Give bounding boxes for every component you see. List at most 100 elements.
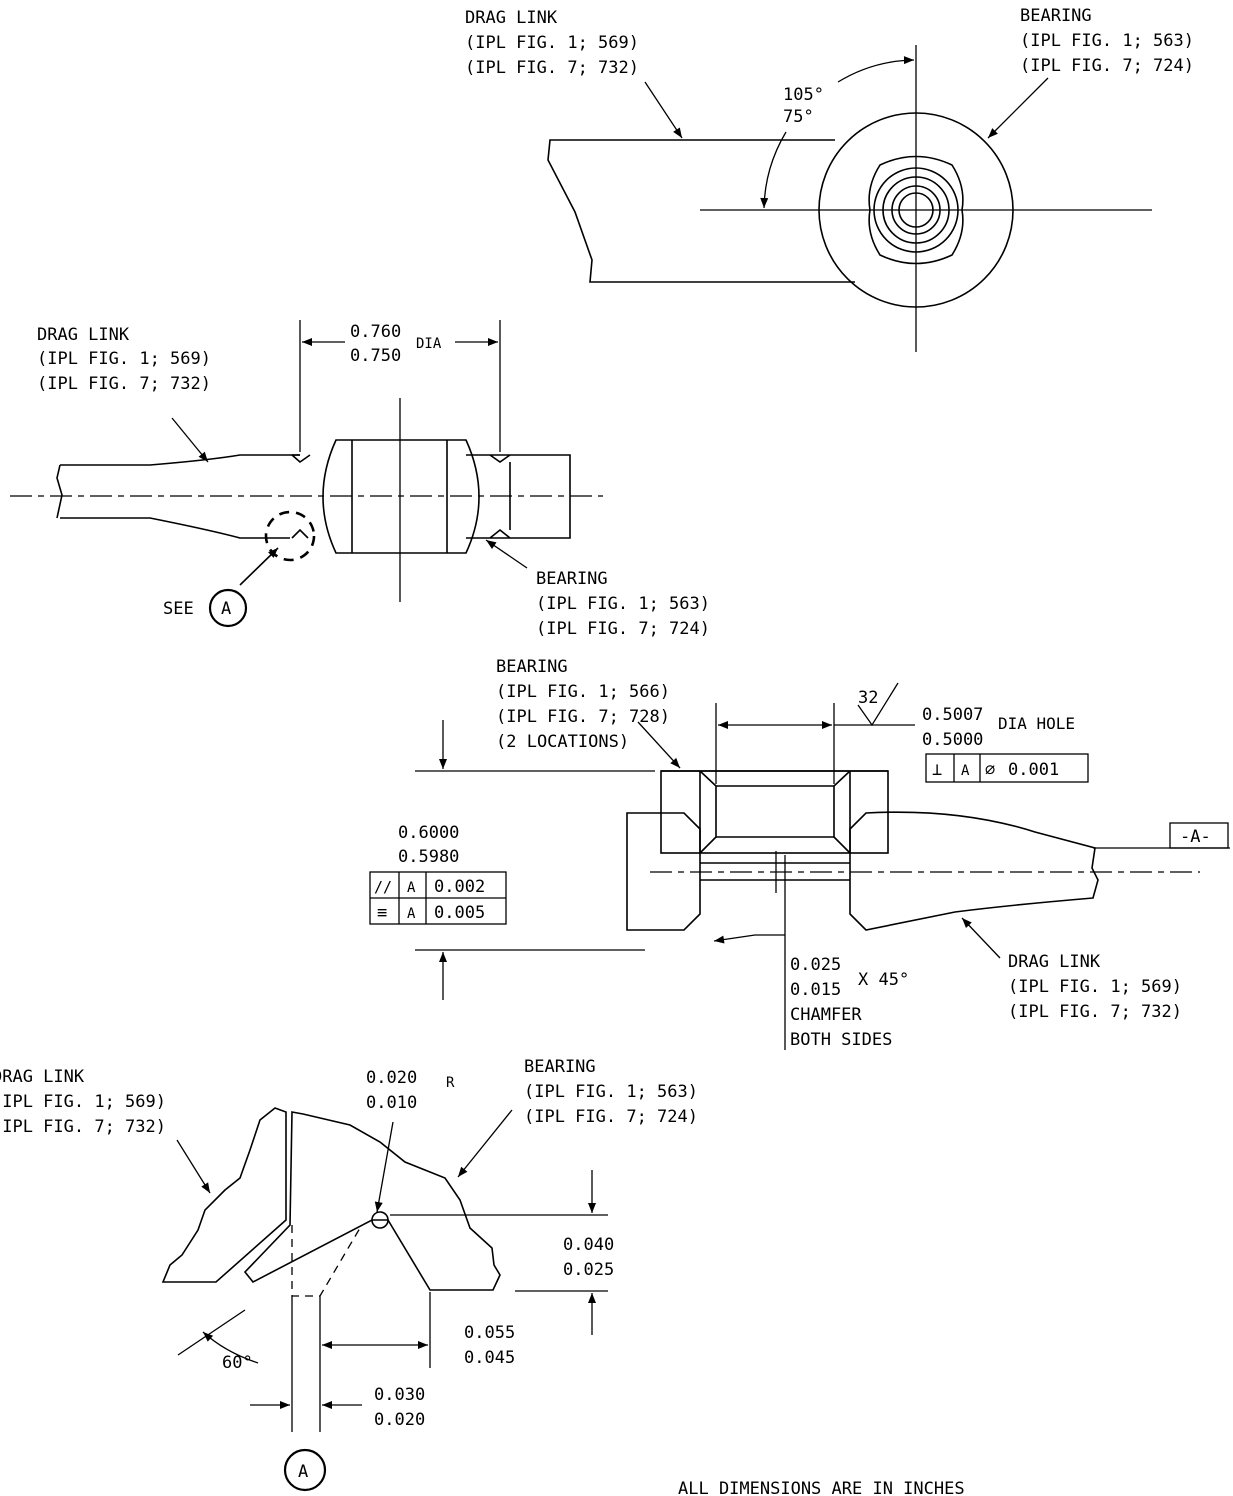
top-view: 105° 75° DRAG LINK (IPL FIG. 1; 569) (IP… — [465, 6, 1194, 352]
hole-suffix: DIA HOLE — [998, 714, 1075, 733]
top-bearing-callout-3: (IPL FIG. 7; 724) — [1020, 56, 1194, 76]
detail-a-ref: A — [298, 1462, 308, 1482]
section-bearing-callout-4: (2 LOCATIONS) — [496, 732, 629, 752]
section-bearing-leader — [637, 721, 681, 769]
detail-drag-link-callout-1: DRAG LINK — [0, 1067, 85, 1087]
perp-tolerance: 0.001 — [1008, 760, 1059, 780]
hole-lower: 0.5000 — [922, 730, 983, 750]
section-right-link — [849, 811, 1099, 931]
angle-60-arc — [202, 1331, 259, 1364]
section-flange-lines — [699, 771, 851, 853]
side-drag-link-callout-1: DRAG LINK — [37, 325, 130, 345]
top-drag-link-callout-2: (IPL FIG. 1; 569) — [465, 33, 639, 53]
parallel-tolerance: 0.002 — [434, 877, 485, 897]
side-drag-link-leader — [171, 417, 209, 463]
section-bearing-callout-2: (IPL FIG. 1; 566) — [496, 682, 670, 702]
gap-lower: 0.020 — [374, 1410, 425, 1430]
top-bearing-callout-2: (IPL FIG. 1; 563) — [1020, 31, 1194, 51]
top-drag-link-leader — [644, 81, 683, 139]
hole-upper: 0.5007 — [922, 705, 983, 725]
angle-max-label: 105° — [783, 85, 824, 105]
symmetry-datum: A — [407, 906, 416, 922]
section-drag-link-callout-2: (IPL FIG. 1; 569) — [1008, 977, 1182, 997]
detail-bearing-outline — [243, 1111, 501, 1291]
width-lower: 0.5980 — [398, 847, 459, 867]
section-bore-lines — [716, 785, 834, 838]
dia-lower: 0.750 — [350, 346, 401, 366]
section-view: -A- 32 0.5007 0.5000 DIA HOLE ⊥ A ∅ 0.00… — [369, 657, 1230, 1050]
radius-lower: 0.010 — [366, 1093, 417, 1113]
section-drag-link-callout-1: DRAG LINK — [1008, 952, 1101, 972]
depth-upper: 0.040 — [563, 1235, 614, 1255]
see-detail-leader — [239, 547, 279, 586]
side-drag-link-callout-3: (IPL FIG. 7; 732) — [37, 374, 211, 394]
top-drag-link-callout-3: (IPL FIG. 7; 732) — [465, 58, 639, 78]
detail-drag-link-callout-3: (IPL FIG. 7; 732) — [0, 1117, 166, 1137]
width-upper: 0.6000 — [398, 823, 459, 843]
chamfer-upper: 0.025 — [790, 955, 841, 975]
chamfer-sides: BOTH SIDES — [790, 1030, 892, 1050]
detail-groove-radius — [371, 1211, 389, 1229]
see-label: SEE — [163, 599, 194, 619]
section-drag-link-leader — [961, 917, 1001, 959]
gap-upper: 0.030 — [374, 1385, 425, 1405]
detail-construction — [291, 1225, 361, 1297]
section-bearing-callout-1: BEARING — [496, 657, 568, 677]
perp-datum: A — [961, 763, 970, 779]
depth-lower: 0.025 — [563, 1260, 614, 1280]
detail-a-indicator — [264, 510, 316, 562]
detail-width-upper: 0.055 — [464, 1323, 515, 1343]
parallel-datum: A — [407, 880, 416, 896]
detail-width-lower: 0.045 — [464, 1348, 515, 1368]
footer-note: ALL DIMENSIONS ARE IN INCHES — [678, 1479, 965, 1496]
detail-bearing-callout-1: BEARING — [524, 1057, 596, 1077]
top-bearing-leader — [987, 77, 1049, 139]
chamfer-angle: X 45° — [858, 970, 909, 990]
section-chamfers — [699, 770, 851, 854]
angle-75-arc — [760, 131, 787, 209]
chamfer-lower: 0.015 — [790, 980, 841, 1000]
perp-symbol: ⊥ — [932, 760, 942, 780]
top-drag-link-outline — [547, 139, 855, 283]
side-bearing-callout-2: (IPL FIG. 1; 563) — [536, 594, 710, 614]
dia-suffix: DIA — [416, 336, 442, 352]
detail-bearing-callout-3: (IPL FIG. 7; 724) — [524, 1107, 698, 1127]
detail-drag-link-leader — [176, 1139, 211, 1194]
side-bearing-callout-3: (IPL FIG. 7; 724) — [536, 619, 710, 639]
detail-drag-link-outline — [161, 1107, 287, 1283]
surface-finish-value: 32 — [858, 688, 878, 708]
side-left-groove — [291, 454, 311, 539]
detail-a-view: 0.040 0.025 0.055 0.045 0.030 0.020 60° … — [0, 1057, 698, 1492]
section-bearing-callout-3: (IPL FIG. 7; 728) — [496, 707, 670, 727]
see-detail-ref: A — [221, 599, 231, 619]
section-bearing-outline — [660, 770, 889, 854]
detail-drag-link-callout-2: (IPL FIG. 1; 569) — [0, 1092, 166, 1112]
surface-finish-symbol — [857, 682, 899, 727]
section-left-link — [626, 812, 701, 931]
detail-bearing-callout-2: (IPL FIG. 1; 563) — [524, 1082, 698, 1102]
angle-105-arc — [837, 56, 915, 83]
detail-bearing-leader — [457, 1109, 513, 1178]
section-drag-link-callout-3: (IPL FIG. 7; 732) — [1008, 1002, 1182, 1022]
datum-box — [1169, 822, 1229, 849]
section-shaft — [700, 862, 850, 881]
dia-upper: 0.760 — [350, 322, 401, 342]
top-bearing-callout-1: BEARING — [1020, 6, 1092, 26]
detail-a-bubble — [283, 1448, 327, 1492]
perp-frame-box — [925, 753, 1089, 783]
side-bearing-callout-1: BEARING — [536, 569, 608, 589]
side-drag-link-break — [56, 464, 63, 519]
parallel-symbol: // — [374, 878, 392, 896]
radius-suffix: R — [446, 1075, 455, 1091]
side-ball-body — [322, 439, 480, 554]
detail-angle: 60° — [222, 1353, 253, 1373]
perp-dia-symbol: ∅ — [985, 760, 995, 780]
chamfer-leader — [713, 934, 785, 944]
symmetry-symbol: ≡ — [377, 903, 387, 923]
symmetry-tolerance: 0.005 — [434, 903, 485, 923]
side-view: 0.760 0.750 DIA A SEE DRAG LINK (IPL FIG… — [10, 320, 710, 639]
radius-upper: 0.020 — [366, 1068, 417, 1088]
angle-extension — [177, 1309, 246, 1356]
side-bearing-leader — [485, 539, 528, 569]
datum-label: -A- — [1180, 827, 1211, 847]
